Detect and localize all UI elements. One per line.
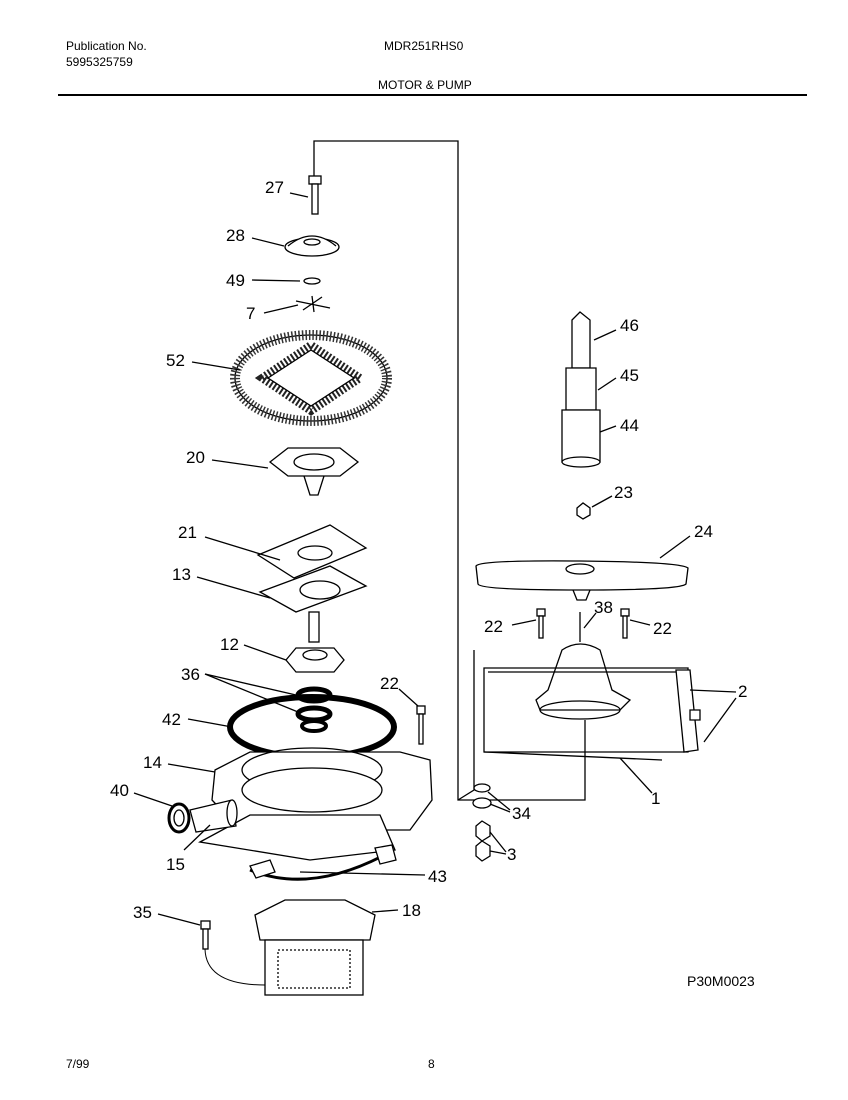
callout-35: 35 (133, 903, 152, 922)
part-2-brackets (675, 669, 701, 753)
callout-36: 36 (181, 665, 200, 684)
part-22-screw-right (620, 608, 630, 639)
part-21-plate (256, 524, 368, 579)
callout-42: 42 (162, 710, 181, 729)
part-23-nut (576, 502, 591, 520)
callout-46: 46 (620, 316, 639, 335)
part-15-connector (189, 799, 238, 833)
callout-20: 20 (186, 448, 205, 467)
callout-40: 40 (110, 781, 129, 800)
callout-38: 38 (594, 598, 613, 617)
section-title: MOTOR & PUMP (378, 78, 472, 92)
callout-49: 49 (226, 271, 245, 290)
callout-43: 43 (428, 867, 447, 886)
part-7-spider (295, 295, 331, 313)
callout-22-center: 22 (484, 617, 503, 636)
part-49-o-ring (303, 277, 321, 285)
publication-number: 5995325759 (66, 55, 133, 69)
footer-page-number: 8 (428, 1057, 435, 1071)
callout-24: 24 (694, 522, 713, 541)
part-13-plate (258, 565, 368, 613)
part-28-cap (284, 235, 340, 257)
diagram-code: P30M0023 (687, 973, 755, 989)
callout-22-left: 22 (380, 674, 399, 693)
part-44-46-spray-tower (561, 311, 601, 468)
callout-52: 52 (166, 351, 185, 370)
part-22-screw-left (416, 705, 426, 745)
callout-18: 18 (402, 901, 421, 920)
callout-1: 1 (651, 789, 660, 808)
footer-date: 7/99 (66, 1057, 90, 1071)
callout-7: 7 (246, 304, 255, 323)
part-18-motor (254, 899, 376, 996)
publication-label: Publication No. (66, 39, 147, 53)
callout-27: 27 (265, 178, 284, 197)
part-34-washers (472, 783, 492, 809)
header-rule (58, 94, 807, 96)
part-40-hose-clamp (167, 802, 191, 834)
part-12-impeller (285, 611, 345, 673)
callout-3: 3 (507, 845, 516, 864)
part-20-impeller (268, 447, 360, 496)
callout-13: 13 (172, 565, 191, 584)
part-22-screw-center (536, 608, 546, 639)
callout-28: 28 (226, 226, 245, 245)
callout-44: 44 (620, 416, 639, 435)
callout-12: 12 (220, 635, 239, 654)
model-number: MDR251RHS0 (384, 39, 464, 53)
callout-15: 15 (166, 855, 185, 874)
callout-45: 45 (620, 366, 639, 385)
part-52-chopper-plate (230, 330, 392, 426)
part-38-support (535, 612, 632, 720)
callout-14: 14 (143, 753, 162, 772)
part-35-screw (200, 920, 211, 950)
part-24-spray-arm (475, 560, 689, 601)
part-14-pump-housing (198, 747, 433, 861)
callout-2: 2 (738, 682, 747, 701)
part-3-nuts (475, 820, 491, 862)
part-43-strap (249, 844, 397, 881)
callout-34: 34 (512, 804, 531, 823)
part-27-bolt (308, 175, 322, 215)
callout-23: 23 (614, 483, 633, 502)
callout-21: 21 (178, 523, 197, 542)
callout-22-right: 22 (653, 619, 672, 638)
